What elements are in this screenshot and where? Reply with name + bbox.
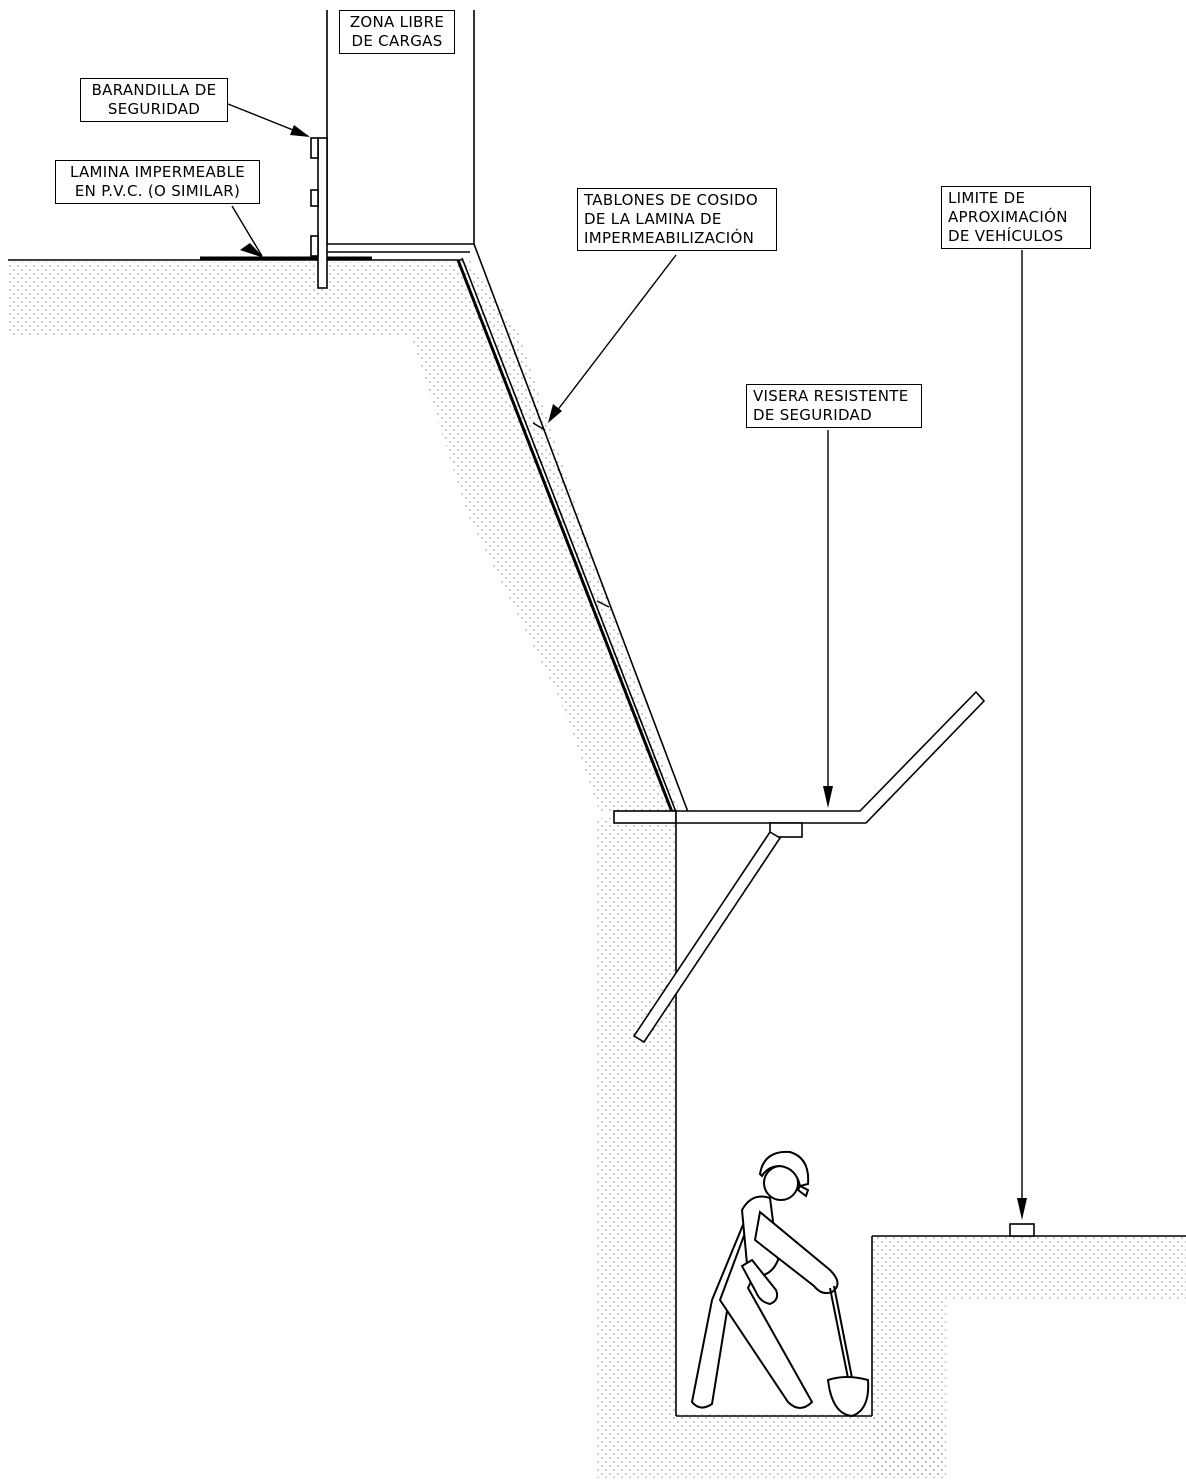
label-visera-line2: DE SEGURIDAD	[753, 406, 872, 424]
worker-with-helmet-and-shovel-icon	[690, 1150, 870, 1418]
label-tablones: TABLONES DE COSIDO DE LA LAMINA DE IMPER…	[577, 188, 777, 251]
soil-hatching	[8, 258, 1186, 1478]
label-visera: VISERA RESISTENTE DE SEGURIDAD	[746, 384, 922, 428]
label-barandilla-line2: SEGURIDAD	[107, 100, 201, 118]
label-limite-line3: DE VEHÍCULOS	[948, 227, 1064, 245]
label-zona-libre-line2: DE CARGAS	[351, 32, 443, 50]
label-limite-line1: LIMITE DE	[948, 189, 1026, 207]
label-barandilla: BARANDILLA DE SEGURIDAD	[80, 78, 228, 122]
label-visera-line1: VISERA RESISTENTE	[753, 387, 909, 405]
barandilla-de-seguridad	[310, 137, 328, 289]
label-barandilla-line1: BARANDILLA DE	[91, 81, 217, 99]
label-lamina-line1: LAMINA IMPERMEABLE	[69, 163, 246, 181]
label-zona-libre-line1: ZONA LIBRE	[349, 13, 445, 31]
tablones-de-cosido	[532, 422, 610, 608]
slope-face	[473, 243, 689, 813]
label-limite-line2: APROXIMACIÓN	[948, 208, 1068, 226]
label-tablones-line2: DE LA LAMINA DE	[584, 210, 722, 228]
visera-resistente	[613, 690, 986, 1044]
label-lamina: LAMINA IMPERMEABLE EN P.V.C. (O SIMILAR)	[55, 160, 260, 204]
label-zona-libre: ZONA LIBRE DE CARGAS	[339, 10, 455, 54]
leader-arrowheads	[240, 125, 1027, 1220]
zona-libre-column	[326, 10, 475, 245]
label-tablones-line3: IMPERMEABILIZACIÓN	[584, 229, 755, 247]
label-tablones-line1: TABLONES DE COSIDO	[584, 191, 758, 209]
limite-marker	[1009, 1223, 1035, 1237]
label-lamina-line2: EN P.V.C. (O SIMILAR)	[74, 182, 241, 200]
label-limite: LIMITE DE APROXIMACIÓN DE VEHÍCULOS	[941, 186, 1091, 249]
excavation-slope	[461, 257, 677, 813]
lamina-impermeable	[200, 256, 674, 813]
